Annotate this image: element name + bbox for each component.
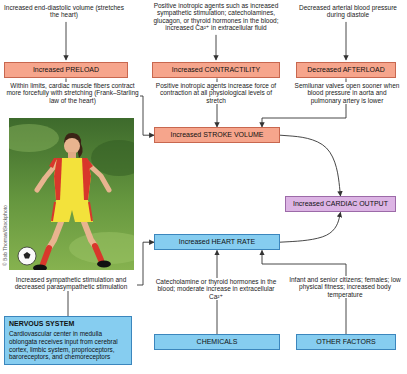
- shirt-panel: [54, 158, 62, 200]
- lead-arrow: [346, 22, 347, 60]
- shorts-stripe: [52, 202, 55, 221]
- box-heading: NERVOUS SYSTEM: [9, 320, 127, 328]
- source-box: NERVOUS SYSTEM Cardiovascular center in m…: [4, 316, 132, 365]
- box-label: Increased HEART RATE: [159, 238, 275, 246]
- flow-arrow: [280, 212, 341, 242]
- box-label: Increased CARDIAC OUTPUT: [290, 200, 391, 208]
- cause-note: Increased end-diastolic volume (stretche…: [3, 4, 125, 19]
- source-box: OTHER FACTORS: [296, 334, 396, 350]
- edge-label: Semilunar valves open sooner when blood …: [292, 82, 402, 104]
- lead-arrow: [66, 22, 67, 60]
- factor-box: Increased CONTRACTILITY: [152, 62, 280, 78]
- shirt-sleeve: [49, 158, 57, 168]
- player-neck: [68, 152, 76, 159]
- box-label: Increased CONTRACTILITY: [157, 66, 275, 74]
- shirt-sleeve: [85, 158, 93, 169]
- result-box: Increased STROKE VOLUME: [154, 127, 280, 143]
- edge-label: Increased sympathetic stimulation and de…: [5, 276, 137, 291]
- player-leg: [49, 222, 61, 248]
- lead-arrow: [216, 35, 217, 60]
- player-sock: [43, 248, 49, 264]
- flow-arrow: [280, 135, 341, 196]
- box-label: OTHER FACTORS: [301, 338, 391, 346]
- shorts-stripe: [89, 202, 92, 221]
- result-box: Increased HEART RATE: [154, 234, 280, 250]
- player-boot: [97, 261, 111, 268]
- edge-label: Positive inotropic agents increase force…: [150, 82, 282, 104]
- ball-patch: [24, 252, 31, 259]
- factor-box: Decreased AFTERLOAD: [296, 62, 396, 78]
- player-hair: [64, 133, 83, 158]
- edge-label: Infant and senior citizens; females; low…: [286, 276, 404, 298]
- soccer-photo: [9, 118, 134, 270]
- player-sock: [95, 246, 101, 260]
- player-shorts: [51, 200, 93, 222]
- player-boot: [33, 265, 47, 271]
- photo-blur: [9, 124, 59, 152]
- player-shirt: [54, 158, 91, 200]
- player-leg: [84, 222, 95, 246]
- box-label: CHEMICALS: [159, 338, 275, 346]
- photo-credit: © Bob Thomas/iStockphoto: [2, 205, 8, 266]
- photo-blur: [69, 232, 134, 264]
- output-box: Increased CARDIAC OUTPUT: [285, 196, 396, 212]
- edge-label: Within limits, cardiac muscle fibers con…: [5, 82, 140, 104]
- box-label: Decreased AFTERLOAD: [301, 66, 391, 74]
- player-head: [64, 138, 80, 154]
- box-label: Increased STROKE VOLUME: [159, 131, 275, 139]
- box-body: Cardiovascular center in medulla oblonga…: [9, 330, 127, 361]
- soccer-ball: [18, 247, 36, 265]
- box-label: Increased PRELOAD: [9, 66, 123, 74]
- source-box: CHEMICALS: [154, 334, 280, 350]
- cause-note: Positive inotropic agents such as increa…: [146, 2, 286, 32]
- edge-label: Catecholamine or thyroid hormones in the…: [150, 278, 282, 300]
- factor-box: Increased PRELOAD: [4, 62, 128, 78]
- cause-note: Decreased arterial blood pressure during…: [293, 4, 403, 19]
